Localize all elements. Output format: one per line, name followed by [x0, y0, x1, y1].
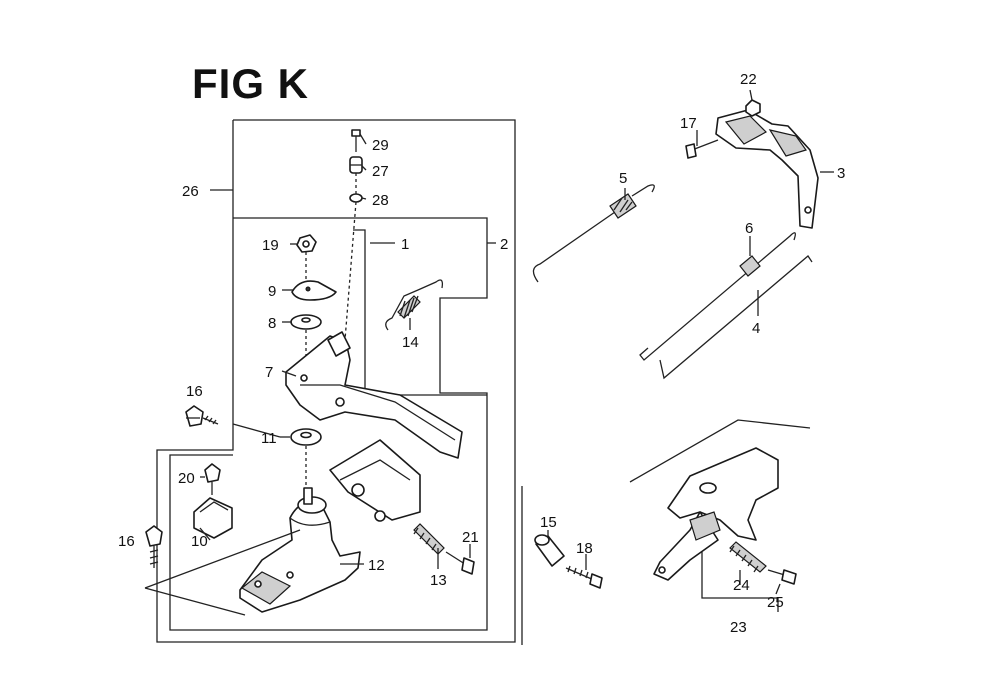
nut-19	[296, 234, 317, 253]
callout-20: 20	[178, 470, 195, 487]
callout-9: 9	[268, 283, 276, 300]
callout-26: 26	[182, 183, 199, 200]
leader-lines	[186, 89, 834, 595]
screw-21	[445, 551, 475, 575]
bolt-16-upper	[185, 405, 219, 427]
callout-29: 29	[372, 137, 389, 154]
callout-10: 10	[191, 533, 208, 550]
callout-16-lower: 16	[118, 533, 135, 550]
callout-24: 24	[733, 577, 750, 594]
rod-4	[659, 255, 813, 380]
control-base-12	[239, 439, 421, 613]
callout-16-upper: 16	[186, 383, 203, 400]
clip-10	[193, 497, 233, 539]
callout-15: 15	[540, 514, 557, 531]
rod-6	[639, 232, 796, 361]
callout-23: 23	[730, 619, 747, 636]
callout-27: 27	[372, 163, 389, 180]
callout-7: 7	[265, 364, 273, 381]
spring-24	[729, 541, 767, 573]
callout-4: 4	[752, 320, 760, 337]
nut-22	[745, 99, 761, 117]
callout-3: 3	[837, 165, 845, 182]
washer-8	[290, 314, 322, 330]
washer-28	[349, 193, 363, 203]
spring-14	[385, 279, 444, 331]
callout-21: 21	[462, 529, 479, 546]
washer-11	[290, 428, 322, 446]
callout-28: 28	[372, 192, 389, 209]
callout-22: 22	[740, 71, 757, 88]
callout-25: 25	[767, 594, 784, 611]
bolt-20	[204, 463, 221, 495]
sleeve-15	[534, 534, 565, 567]
callout-13: 13	[430, 572, 447, 589]
assembly-outline-2	[169, 217, 488, 631]
bolt-17	[685, 139, 719, 159]
callout-14: 14	[402, 334, 419, 351]
bolt-29	[351, 129, 361, 152]
plate-9	[291, 280, 337, 301]
callout-5: 5	[619, 170, 627, 187]
assembly-outline-26	[156, 119, 516, 643]
screw-25	[767, 569, 797, 585]
callout-18: 18	[576, 540, 593, 557]
callout-11: 11	[261, 430, 277, 447]
spring-5	[532, 184, 655, 283]
spring-13	[413, 523, 445, 555]
sub-outline-1	[353, 229, 487, 396]
throttle-bracket-23	[629, 419, 811, 581]
callout-8: 8	[268, 315, 276, 332]
governor-arm-7	[285, 331, 463, 459]
callout-labels: 1 2 3 4 5 6 7 8 9 10 11 12 13 14 15 16 1…	[118, 71, 845, 636]
callout-17: 17	[680, 115, 697, 132]
bolt-18	[565, 565, 603, 589]
callout-19: 19	[262, 237, 279, 254]
nut-27	[349, 156, 363, 174]
callout-1: 1	[401, 236, 409, 253]
callout-2: 2	[500, 236, 508, 253]
lever-3	[715, 109, 819, 229]
callout-12: 12	[368, 557, 385, 574]
bolt-16-lower	[145, 525, 163, 568]
figure-title: FIG K	[192, 60, 309, 107]
callout-6: 6	[745, 220, 753, 237]
